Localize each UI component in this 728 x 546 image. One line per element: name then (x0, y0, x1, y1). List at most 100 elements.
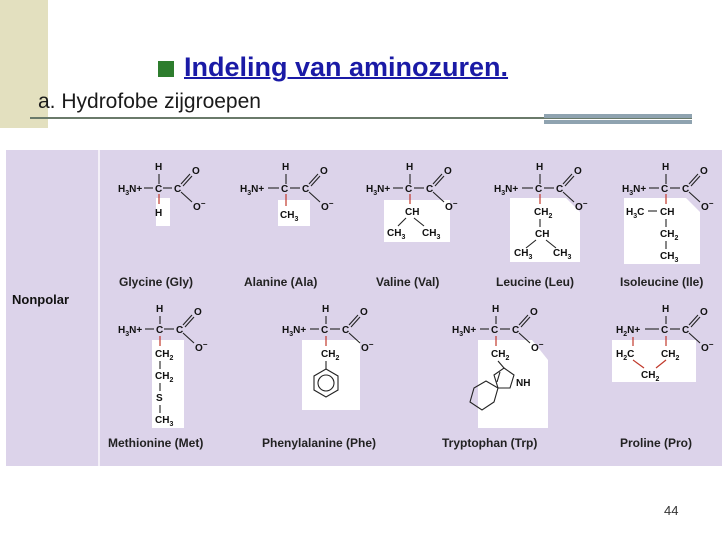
structure-glycine: H H3N+ C C O O− H Glycine (Gly) (118, 162, 206, 289)
atom-o-minus: O− (361, 340, 374, 354)
side-chain-ch2-b: CH2 (641, 370, 659, 383)
atom-c: C (176, 325, 183, 336)
side-chain-ch3: CH3 (155, 415, 173, 428)
atom-h: H (662, 162, 669, 173)
side-chain-ch: CH (405, 207, 419, 218)
atom-o-minus: O− (701, 199, 714, 213)
amino-group: H3N+ (366, 184, 390, 197)
atom-o: O (192, 166, 200, 177)
side-chain-ch3-b: CH3 (553, 248, 571, 261)
slide-title: Indeling van aminozuren. (184, 52, 509, 82)
atom-o-minus: O− (701, 340, 714, 354)
atom-c: C (302, 184, 309, 195)
indole-benzene-ring-icon (469, 380, 499, 411)
atom-c: C (426, 184, 433, 195)
atom-h: H (156, 304, 163, 315)
label-phenylalanine: Phenylalanine (Phe) (262, 436, 376, 450)
slide-subtitle: a. Hydrofobe zijgroepen (38, 90, 261, 113)
pyrrole-ring-icon (493, 367, 515, 389)
title-row: Indeling van aminozuren. (158, 52, 508, 83)
label-leucine: Leucine (Leu) (496, 275, 574, 289)
structure-leucine: H H3N+ C C O O− CH2 CH CH3 CH3 Leucine (… (494, 162, 588, 289)
atom-c-alpha: C (405, 184, 412, 195)
atom-o-minus: O− (193, 199, 206, 213)
atom-c: C (682, 184, 689, 195)
structure-alanine: H H3N+ C C O O− CH3 Alanine (Ala) (240, 162, 334, 289)
side-chain-ch2-b: CH2 (155, 371, 173, 384)
atom-c: C (174, 184, 181, 195)
structure-phenylalanine: H H3N+ C C O O− CH2 Phenylalanine (Phe) (262, 304, 376, 450)
structure-proline: H H2N+ C C O O− H2C CH2 CH2 Proline (Pro… (616, 304, 714, 450)
side-chain-ch2: CH2 (491, 349, 509, 362)
square-bullet-icon (158, 60, 174, 77)
side-chain-ch3: CH3 (280, 210, 298, 223)
atom-h: H (155, 162, 162, 173)
atom-o: O (700, 307, 708, 318)
side-chain-ch2-a: CH2 (661, 349, 679, 362)
atom-c-alpha: C (281, 184, 288, 195)
side-chain-s: S (156, 393, 163, 404)
atom-o-minus: O− (445, 199, 458, 213)
atom-o-minus: O− (531, 340, 544, 354)
side-chain-box-phe (302, 340, 360, 410)
amino-group: H3N+ (494, 184, 518, 197)
structure-methionine: H H3N+ C C O O− CH2 CH2 S CH3 Methionine… (108, 304, 208, 450)
atom-c-alpha: C (661, 325, 668, 336)
side-chain-box-ala (278, 200, 310, 226)
atom-c-alpha: C (156, 325, 163, 336)
label-glycine: Glycine (Gly) (119, 275, 193, 289)
atom-c: C (556, 184, 563, 195)
atom-h: H (492, 304, 499, 315)
side-chain-ch2: CH2 (321, 349, 339, 362)
atom-h: H (536, 162, 543, 173)
side-chain-box-trp (478, 340, 548, 428)
label-alanine: Alanine (Ala) (244, 275, 317, 289)
label-isoleucine: Isoleucine (Ile) (620, 275, 703, 289)
side-chain-ch3-b: CH3 (422, 228, 440, 241)
side-chain-h: H (155, 208, 162, 219)
structure-tryptophan: H H3N+ C C O O− CH2 NH Tryptophan (Trp) (442, 304, 544, 450)
left-decor-strip (0, 0, 48, 128)
atom-h: H (406, 162, 413, 173)
title-rule (30, 117, 692, 119)
side-chain-h2c: H2C (616, 349, 634, 362)
atom-c: C (512, 325, 519, 336)
atom-c: C (682, 325, 689, 336)
benzene-ring-icon (313, 368, 339, 398)
side-chain-ch2-a: CH2 (155, 349, 173, 362)
atom-o: O (574, 166, 582, 177)
atom-c-alpha: C (491, 325, 498, 336)
side-chain-ch2: CH2 (660, 229, 678, 242)
side-chain-box-ile (624, 198, 700, 264)
side-chain-ch: CH (535, 229, 549, 240)
panel-divider (98, 150, 100, 466)
atom-o: O (194, 307, 202, 318)
atom-o: O (320, 166, 328, 177)
atom-o-minus: O− (321, 199, 334, 213)
row-label-nonpolar: Nonpolar (12, 292, 70, 307)
atom-c-alpha: C (661, 184, 668, 195)
atom-o: O (530, 307, 538, 318)
side-chain-box-gly (156, 198, 170, 226)
side-chain-box-leu (510, 198, 580, 262)
title-rule-accent-2 (544, 120, 692, 124)
structure-isoleucine: H H3N+ C C O O− H3C CH CH2 CH3 Isoleucin… (620, 162, 714, 289)
amino-group: H3N+ (118, 325, 142, 338)
aromatic-circle (317, 374, 335, 392)
side-chain-h3c: H3C (626, 207, 644, 220)
atom-h: H (282, 162, 289, 173)
atom-o: O (444, 166, 452, 177)
atom-c-alpha: C (535, 184, 542, 195)
atom-c: C (342, 325, 349, 336)
page-number: 44 (664, 503, 679, 518)
amino-acid-figure-panel (6, 150, 722, 466)
side-chain-box-met (152, 340, 184, 428)
amino-group: H3N+ (240, 184, 264, 197)
atom-o-minus: O− (575, 199, 588, 213)
amino-group: H3N+ (622, 184, 646, 197)
side-chain-ch3-a: CH3 (387, 228, 405, 241)
label-valine: Valine (Val) (376, 275, 439, 289)
side-chain-ch: CH (660, 207, 674, 218)
atom-c-alpha: C (321, 325, 328, 336)
